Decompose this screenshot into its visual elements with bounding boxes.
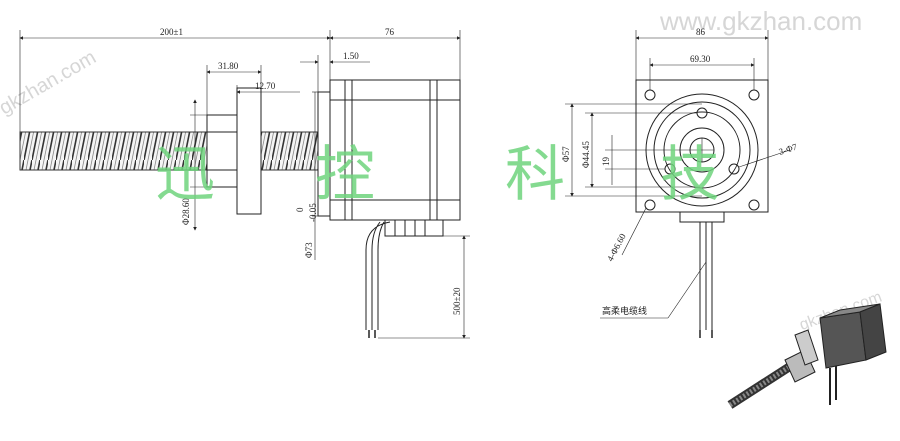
brand-char-4: 技	[660, 140, 720, 210]
brand-char-1: 迅	[155, 140, 215, 210]
watermark-left: gkzhan.com	[0, 46, 100, 119]
dim-flange-thickness: 12.70	[255, 81, 276, 91]
iso-view	[727, 303, 887, 409]
dim-step-length: 1.50	[343, 51, 359, 61]
front-connector	[679, 211, 725, 223]
iso-motor	[819, 311, 867, 369]
dim-overall-length: 200±1	[160, 27, 183, 37]
brand-char-2: 控	[315, 140, 375, 210]
watermark-top: www.gkzhan.com	[659, 6, 862, 36]
dim-small-holes: 3-Φ7	[778, 141, 799, 156]
nut-hole-right	[728, 163, 740, 175]
side-view	[19, 30, 470, 339]
dim-nut-length: 31.80	[218, 61, 239, 71]
connector-block	[384, 219, 444, 237]
dim-nut-diameter: Φ28.60	[181, 198, 191, 225]
cable	[365, 221, 391, 330]
dim-width: 86	[696, 27, 706, 37]
dim-mount-holes: 4-Φ6.60	[605, 231, 628, 262]
dim-pilot-tol-upper: 0	[295, 207, 305, 212]
mount-hole-bl	[644, 199, 656, 211]
front-view	[565, 30, 791, 338]
brand-overlay: 迅 控 科 技	[155, 140, 720, 210]
nut-flange	[236, 87, 262, 215]
dim-cable-length: 500±20	[452, 287, 462, 315]
mount-hole-br	[748, 199, 760, 211]
dim-hole-spacing: 69.30	[690, 54, 711, 64]
dim-bolt-circle: Φ57	[561, 146, 571, 162]
nut-body	[206, 114, 238, 188]
cable-label: 高柔电缆线	[602, 305, 647, 317]
brand-char-3: 科	[505, 140, 565, 210]
dim-motor-length: 76	[385, 27, 395, 37]
dim-inner-offset: 19	[601, 157, 611, 167]
dim-inner-circle: Φ44.45	[581, 141, 591, 168]
dim-pilot-tol-lower: -0.05	[308, 203, 318, 222]
dim-pilot-diameter: Φ73	[304, 242, 314, 258]
